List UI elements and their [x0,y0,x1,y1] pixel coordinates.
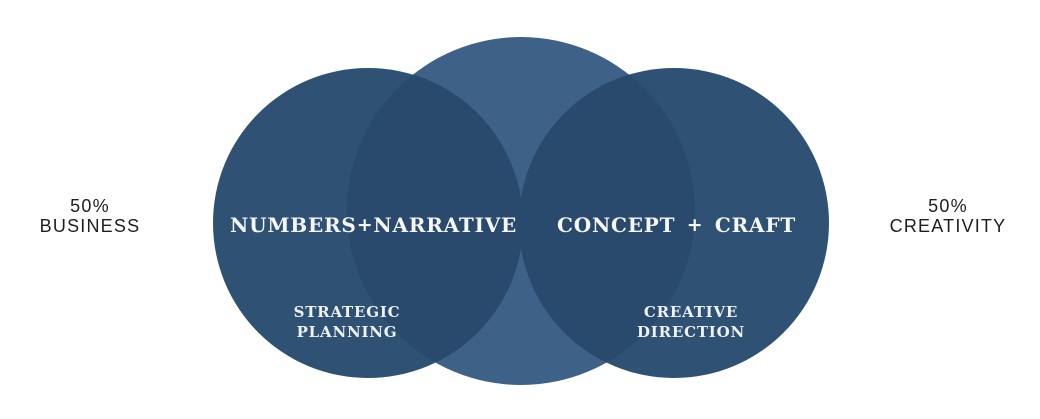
plus-icon-right: + [686,214,704,236]
right-overlap-lens [519,68,695,378]
craft-word: CRAFT [714,213,796,237]
business-percent: 50% [70,196,110,216]
strategic-planning-label: STRATEGIC PLANNING [257,302,437,342]
concept-word: CONCEPT [557,213,676,237]
numbers-narrative-label: NUMBERS + NARRATIVE [230,211,516,239]
creativity-word: CREATIVITY [889,216,1007,236]
left-overlap-lens [347,68,523,378]
numbers-word: NUMBERS [230,213,357,237]
creative-line: CREATIVE [643,303,739,321]
narrative-word: NARRATIVE [373,213,518,237]
concept-craft-label: CONCEPT + CRAFT [557,211,796,239]
creativity-percent: 50% [928,196,968,216]
direction-line: DIRECTION [636,323,746,341]
creativity-label: 50% CREATIVITY [868,196,1028,236]
creative-direction-label: CREATIVE DIRECTION [601,302,781,342]
overlap-layer [347,68,695,378]
planning-line: PLANNING [296,323,398,341]
strategic-line: STRATEGIC [293,303,401,321]
business-word: BUSINESS [39,216,141,236]
business-label: 50% BUSINESS [20,196,160,236]
plus-icon-left: + [356,214,374,236]
